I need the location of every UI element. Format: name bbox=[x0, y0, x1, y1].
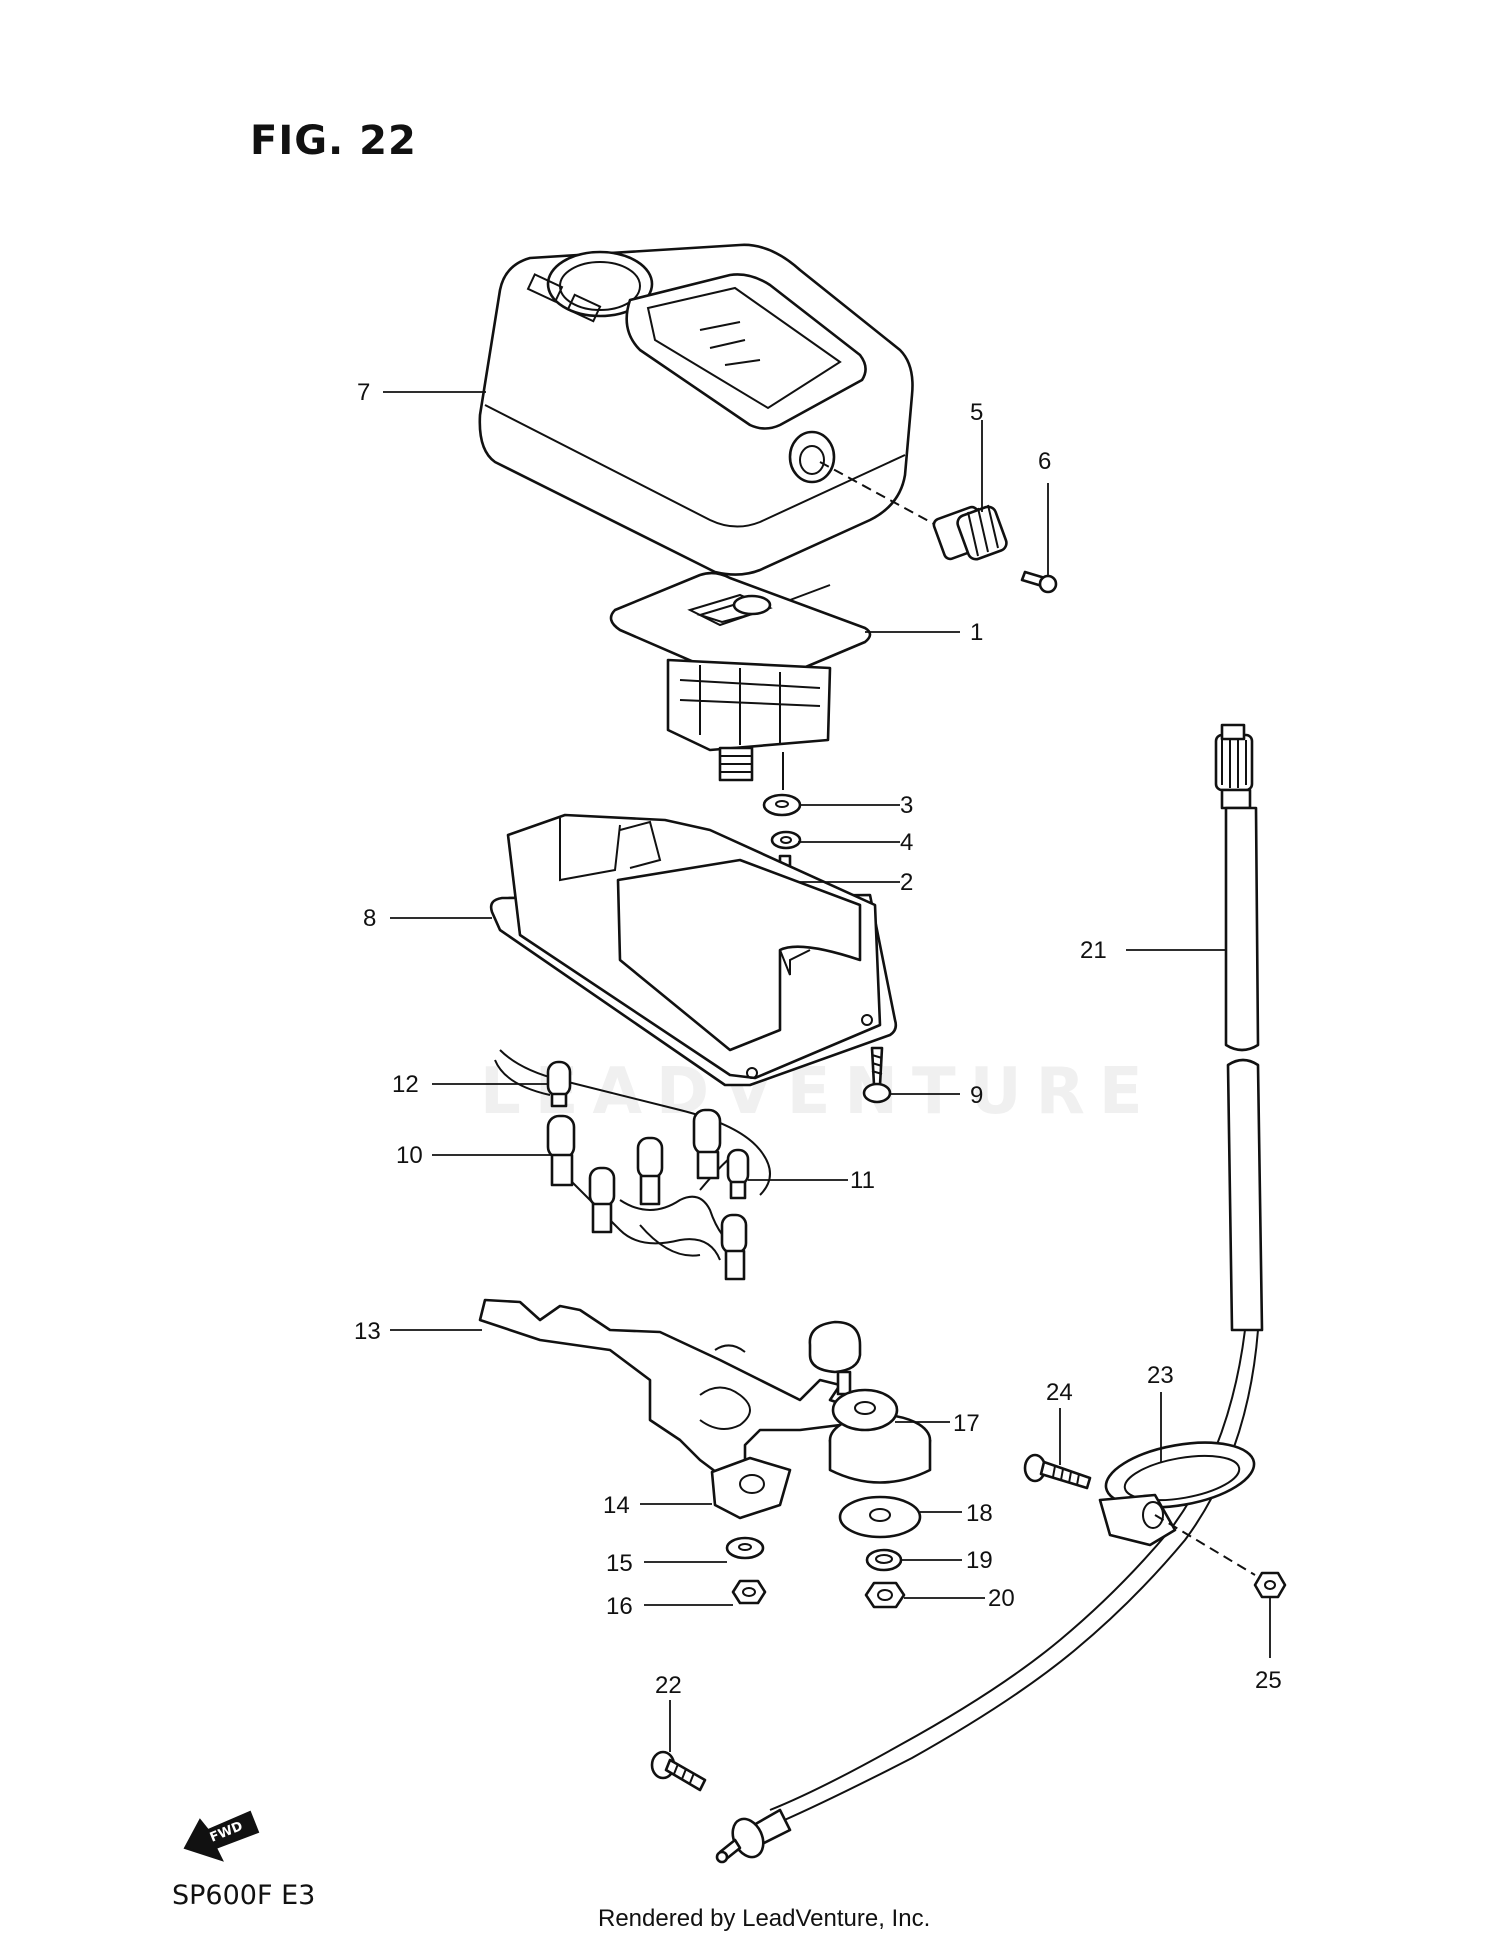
meter-assembly bbox=[609, 571, 872, 790]
clamp-nut-25 bbox=[1253, 1571, 1287, 1599]
washer-18 bbox=[838, 1495, 922, 1539]
callout-19: 19 bbox=[966, 1547, 993, 1574]
lock-washer-4 bbox=[770, 830, 802, 850]
forward-direction-icon: FWD bbox=[183, 1810, 260, 1862]
callout-11: 11 bbox=[850, 1167, 875, 1194]
callout-10: 10 bbox=[396, 1142, 423, 1169]
meter-bracket-plate bbox=[478, 1298, 862, 1477]
watermark-text: LEADVENTURE bbox=[480, 1055, 1157, 1129]
callout-6: 6 bbox=[1038, 448, 1051, 475]
callout-14: 14 bbox=[603, 1492, 630, 1519]
rubber-grommet-17 bbox=[828, 1388, 932, 1484]
callout-2: 2 bbox=[900, 869, 913, 896]
callout-22: 22 bbox=[655, 1672, 682, 1699]
callout-16: 16 bbox=[606, 1593, 633, 1620]
callout-13: 13 bbox=[354, 1318, 381, 1345]
washer-19 bbox=[865, 1548, 903, 1572]
callout-23: 23 bbox=[1147, 1362, 1174, 1389]
callout-20: 20 bbox=[988, 1585, 1015, 1612]
rubber-grommet-top bbox=[808, 1320, 862, 1396]
bulb-socket-group-10 bbox=[546, 1108, 748, 1281]
render-credit: Rendered by LeadVenture, Inc. bbox=[598, 1905, 931, 1932]
meter-lower-case bbox=[489, 813, 898, 1087]
callout-4: 4 bbox=[900, 829, 913, 856]
callout-labels: 7 5 6 1 3 4 2 8 9 12 10 11 13 14 15 16 1… bbox=[354, 379, 1282, 1699]
callout-15: 15 bbox=[606, 1550, 633, 1577]
nut-16 bbox=[731, 1579, 767, 1605]
case-screw-9 bbox=[862, 1046, 892, 1104]
callout-25: 25 bbox=[1255, 1667, 1282, 1694]
trip-reset-knob bbox=[819, 461, 1008, 561]
meter-upper-case bbox=[478, 243, 914, 576]
knob-screw bbox=[1020, 570, 1058, 594]
model-code: SP600F E3 bbox=[172, 1880, 316, 1911]
callout-3: 3 bbox=[900, 792, 913, 819]
callout-7: 7 bbox=[357, 379, 370, 406]
callout-18: 18 bbox=[966, 1500, 993, 1527]
indicator-bulb-11 bbox=[726, 1148, 750, 1200]
callout-leaders bbox=[383, 391, 1271, 1752]
washer-3 bbox=[762, 793, 802, 817]
indicator-bulb-12 bbox=[546, 1060, 572, 1108]
washer-15 bbox=[725, 1536, 765, 1560]
cable-bolt-22 bbox=[650, 1750, 707, 1792]
callout-17: 17 bbox=[953, 1410, 980, 1437]
callout-21: 21 bbox=[1080, 937, 1107, 964]
clamp-bolt-24 bbox=[1023, 1453, 1256, 1576]
callout-9: 9 bbox=[970, 1082, 983, 1109]
damper-block-14 bbox=[710, 1456, 792, 1520]
nut-20 bbox=[864, 1581, 906, 1609]
callout-5: 5 bbox=[970, 399, 983, 426]
callout-12: 12 bbox=[392, 1071, 419, 1098]
callout-8: 8 bbox=[363, 905, 376, 932]
callout-1: 1 bbox=[970, 619, 983, 646]
cable-clamp-23 bbox=[1098, 1441, 1256, 1547]
callout-24: 24 bbox=[1046, 1379, 1073, 1406]
figure-title: FIG. 22 bbox=[250, 118, 417, 164]
